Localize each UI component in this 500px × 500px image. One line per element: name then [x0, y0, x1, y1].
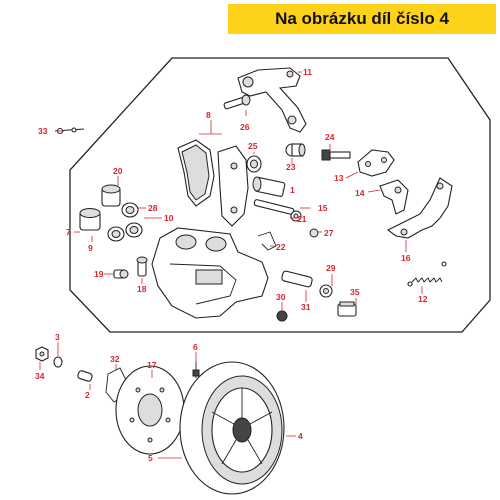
label-21: 21	[297, 214, 307, 224]
part-24-bolt	[321, 149, 351, 161]
label-27: 27	[324, 228, 334, 238]
label-9: 9	[88, 243, 93, 253]
label-6: 6	[193, 342, 198, 352]
label-17: 17	[147, 360, 157, 370]
part-17-brake-disc	[115, 365, 185, 455]
label-3: 3	[55, 332, 60, 342]
part-2-spacer	[77, 370, 93, 382]
label-5: 5	[148, 453, 153, 463]
part-27-nut	[309, 228, 319, 238]
part-35-bolt	[337, 301, 357, 317]
part-31-sleeve	[281, 270, 313, 288]
part-9-piston	[79, 208, 101, 231]
label-16: 16	[401, 253, 411, 263]
label-33: 33	[38, 126, 48, 136]
label-1: 1	[290, 185, 295, 195]
label-7: 7	[66, 227, 71, 237]
part-15-pin	[253, 199, 295, 215]
part-29-washer	[319, 284, 333, 298]
part-16-cam-lever	[386, 177, 453, 239]
label-26: 26	[240, 122, 250, 132]
label-30: 30	[276, 292, 286, 302]
part-18-bleeder	[136, 256, 148, 277]
label-23: 23	[286, 162, 296, 172]
caliper-body	[151, 227, 269, 319]
label-10: 10	[164, 213, 174, 223]
part-11-bracket	[237, 67, 307, 133]
part-26-pin	[223, 94, 251, 110]
label-29: 29	[326, 263, 336, 273]
label-19: 19	[94, 269, 104, 279]
label-8: 8	[206, 110, 211, 120]
part-13-gasket	[357, 149, 395, 177]
part-20-piston	[101, 184, 121, 207]
label-11: 11	[303, 67, 312, 77]
label-32: 32	[110, 354, 120, 364]
part-3-washer	[53, 356, 63, 368]
leader-lines	[39, 71, 423, 459]
label-13: 13	[334, 173, 344, 183]
label-28: 28	[148, 203, 158, 213]
highlight-banner: Na obrázku díl číslo 4	[228, 4, 496, 34]
label-24: 24	[325, 132, 335, 142]
part-10-seal	[107, 222, 143, 242]
label-18: 18	[137, 284, 147, 294]
label-22: 22	[276, 242, 286, 252]
part-28-seal	[121, 202, 139, 218]
label-14: 14	[355, 188, 365, 198]
part-6-valve	[192, 362, 200, 378]
label-4: 4	[298, 431, 303, 441]
label-31: 31	[301, 302, 311, 312]
part-30-nut	[276, 310, 288, 322]
banner-text: Na obrázku díl číslo 4	[275, 9, 449, 28]
label-20: 20	[113, 166, 123, 176]
part-22-clip	[257, 231, 277, 251]
part-14-lever	[379, 179, 409, 215]
label-35: 35	[350, 287, 360, 297]
label-15: 15	[318, 203, 328, 213]
label-34: 34	[35, 371, 45, 381]
part-12-spring	[407, 261, 447, 287]
part-25-seal	[246, 155, 262, 173]
label-2: 2	[85, 390, 90, 400]
part-23-sleeve	[285, 143, 306, 157]
part-1-piston	[252, 176, 286, 197]
label-12: 12	[418, 294, 428, 304]
part-21-ring	[290, 210, 302, 222]
part-19-bleeder	[113, 269, 129, 279]
part-4-rim	[201, 375, 283, 485]
part-8-brake-pads	[177, 139, 249, 227]
assembly-outline	[69, 57, 491, 333]
part-34-nut	[35, 346, 49, 362]
label-25: 25	[248, 141, 258, 151]
